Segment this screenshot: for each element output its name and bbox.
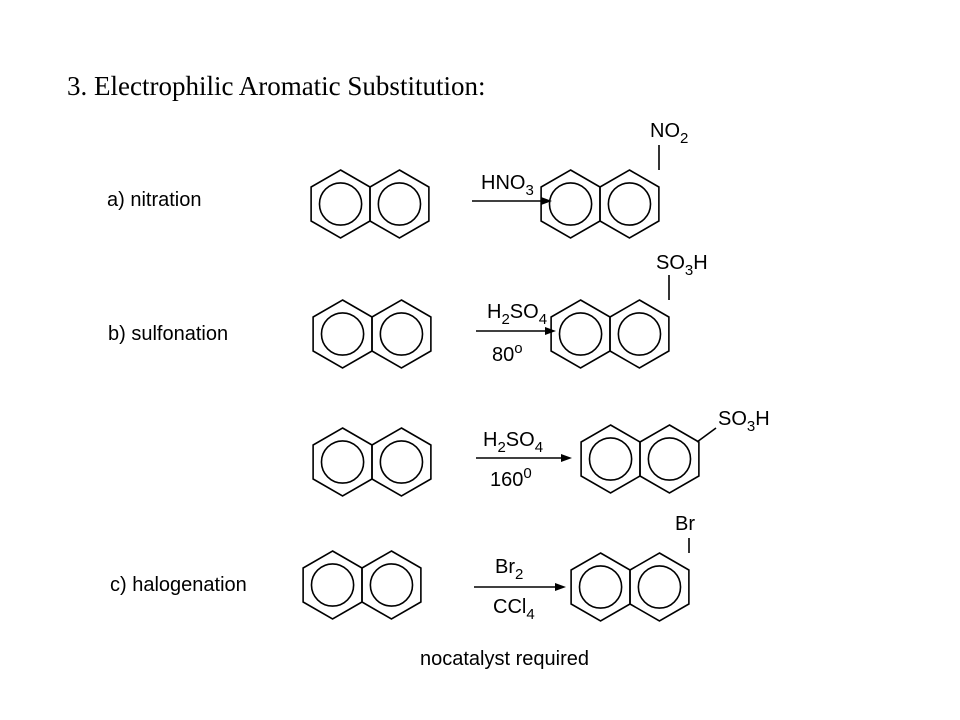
naphthalene-product <box>580 424 700 494</box>
aromatic-circle-right <box>607 182 652 226</box>
slide-title: 3. Electrophilic Aromatic Substitution: <box>67 71 485 101</box>
aromatic-circle-left <box>320 440 365 484</box>
product-group-so3h: SO3H <box>656 252 708 279</box>
reaction-nitration: a) nitration HNO3 NO2 <box>107 120 688 239</box>
aromatic-circle-right <box>377 182 422 226</box>
reaction-sulfonation-80: b) sulfonation H2SO4 80o SO3H <box>108 252 708 369</box>
ring-right <box>371 299 432 369</box>
aromatic-circle-left <box>558 312 603 356</box>
reaction-arrow <box>476 454 572 462</box>
ring-right <box>361 550 422 620</box>
aromatic-circle-left <box>588 437 633 481</box>
reagent-h2so4: H2SO4 <box>483 429 543 456</box>
naphthalene-reactant <box>302 550 422 620</box>
aromatic-circle-left <box>320 312 365 356</box>
aromatic-circle-right <box>379 312 424 356</box>
aromatic-circle-left <box>548 182 593 226</box>
reaction-label-halogenation: c) halogenation <box>110 574 247 596</box>
product-group-br: Br <box>675 513 695 535</box>
ring-right <box>639 424 700 494</box>
aromatic-circle-left <box>310 563 355 607</box>
arrow-head <box>541 197 552 205</box>
ring-right <box>629 552 690 622</box>
arrow-head <box>555 583 566 591</box>
aromatic-circle-right <box>647 437 692 481</box>
ring-right <box>371 427 432 497</box>
aromatic-circle-right <box>379 440 424 484</box>
arrow-head <box>561 454 572 462</box>
reaction-arrow <box>472 197 552 205</box>
naphthalene-reactant <box>310 169 430 239</box>
aromatic-circle-left <box>318 182 363 226</box>
naphthalene-reactant <box>312 427 432 497</box>
naphthalene-product <box>570 552 690 622</box>
aromatic-circle-right <box>637 565 682 609</box>
product-group-so3h: SO3H <box>718 408 770 435</box>
condition-temperature: 80o <box>492 340 523 366</box>
ring-right <box>609 299 670 369</box>
aromatic-circle-left <box>578 565 623 609</box>
reaction-label-nitration: a) nitration <box>107 189 202 211</box>
naphthalene-product <box>550 299 670 369</box>
aromatic-circle-right <box>617 312 662 356</box>
naphthalene-reactant <box>312 299 432 369</box>
reaction-sulfonation-160: H2SO4 1600 SO3H <box>312 408 770 497</box>
reaction-arrow <box>474 583 566 591</box>
reagent-h2so4: H2SO4 <box>487 301 547 328</box>
reagent-br2: Br2 <box>495 556 523 583</box>
ring-right <box>369 169 430 239</box>
ring-right <box>599 169 660 239</box>
note-no-catalyst: nocatalyst required <box>420 648 589 670</box>
product-group-no2: NO2 <box>650 120 688 147</box>
reaction-label-sulfonation: b) sulfonation <box>108 323 228 345</box>
reagent-hno3: HNO3 <box>481 172 534 199</box>
condition-temperature: 1600 <box>490 465 532 491</box>
reaction-halogenation: c) halogenation Br2 CCl4 Br nocatalyst r… <box>110 513 695 670</box>
aromatic-circle-right <box>369 563 414 607</box>
bond-beta <box>696 427 717 443</box>
solvent-ccl4: CCl4 <box>493 596 535 623</box>
naphthalene-product <box>540 169 660 239</box>
